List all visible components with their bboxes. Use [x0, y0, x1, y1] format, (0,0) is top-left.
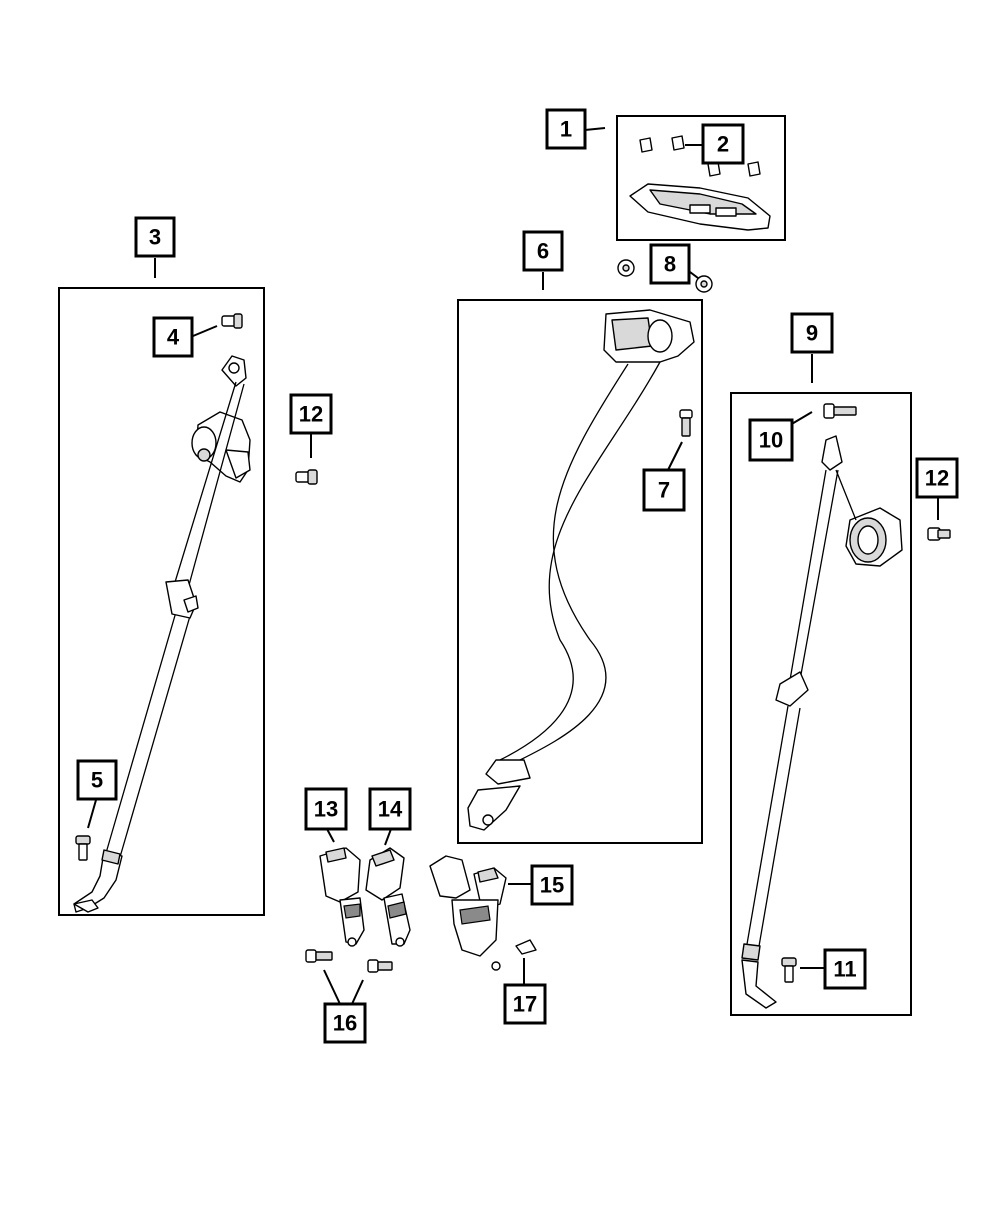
leader-7	[667, 441, 683, 471]
svg-text:9: 9	[806, 321, 818, 346]
part-10-bolt	[823, 403, 857, 419]
leader-14	[384, 828, 392, 846]
callout-2: 2	[701, 123, 745, 165]
leader-4	[192, 325, 218, 337]
part-3-seat-belt-retractor-left	[73, 355, 251, 913]
leader-16b	[351, 979, 364, 1005]
svg-text:2: 2	[717, 132, 729, 157]
svg-text:6: 6	[537, 239, 549, 264]
callout-8: 8	[649, 243, 691, 285]
svg-text:8: 8	[664, 252, 676, 277]
leader-16a	[323, 969, 341, 1005]
svg-text:16: 16	[333, 1011, 357, 1036]
svg-text:13: 13	[314, 797, 338, 822]
svg-text:4: 4	[167, 325, 180, 350]
callout-4: 4	[152, 316, 194, 358]
part-15-buckle-assembly	[429, 855, 507, 971]
leader-5	[87, 799, 97, 829]
svg-text:5: 5	[91, 768, 103, 793]
group-frame-6	[457, 299, 703, 844]
callout-16: 16	[323, 1002, 367, 1044]
part-14-buckle	[365, 847, 411, 947]
part-1-overhead-bezel	[629, 183, 771, 231]
group-frame-1	[616, 115, 786, 241]
callout-5: 5	[76, 759, 118, 801]
svg-text:7: 7	[658, 478, 670, 503]
callout-6: 6	[522, 230, 564, 272]
group-frame-9	[730, 392, 912, 1016]
leader-10	[789, 411, 813, 426]
svg-text:1: 1	[560, 117, 572, 142]
part-9-seat-belt-retractor-right	[741, 435, 903, 1009]
svg-text:17: 17	[513, 992, 537, 1017]
svg-text:3: 3	[149, 225, 161, 250]
svg-text:11: 11	[833, 957, 856, 982]
svg-text:12: 12	[299, 402, 323, 427]
leader-1	[584, 127, 606, 131]
part-12-bolt-right	[927, 527, 951, 541]
leader-13	[326, 828, 335, 843]
part-5-bolt	[75, 835, 91, 861]
callout-7: 7	[642, 468, 686, 512]
svg-text:10: 10	[759, 428, 783, 453]
group-frame-3	[58, 287, 265, 916]
callout-15: 15	[530, 864, 574, 906]
callout-1: 1	[545, 108, 587, 150]
callout-12-left: 12	[289, 393, 333, 435]
part-16-bolts	[305, 949, 393, 973]
part-4-bolt	[221, 313, 243, 329]
part-17-clip	[515, 939, 537, 955]
part-8-nuts	[617, 259, 713, 293]
part-13-buckle	[319, 847, 365, 947]
callout-11: 11	[823, 948, 867, 990]
callout-17: 17	[503, 983, 547, 1025]
callout-14: 14	[368, 787, 412, 831]
leader-8	[689, 271, 699, 279]
part-6-seat-belt-retractor-center	[467, 309, 695, 831]
callout-3: 3	[134, 216, 176, 258]
svg-text:15: 15	[540, 873, 564, 898]
part-12-bolt-left	[295, 469, 318, 485]
callout-12-right: 12	[915, 457, 959, 499]
part-7-bolt	[679, 409, 693, 437]
callout-10: 10	[748, 418, 794, 462]
svg-text:12: 12	[925, 466, 949, 491]
part-11-bolt	[781, 957, 797, 983]
callout-9: 9	[790, 312, 834, 354]
callout-13: 13	[304, 787, 348, 831]
svg-text:14: 14	[378, 797, 403, 822]
